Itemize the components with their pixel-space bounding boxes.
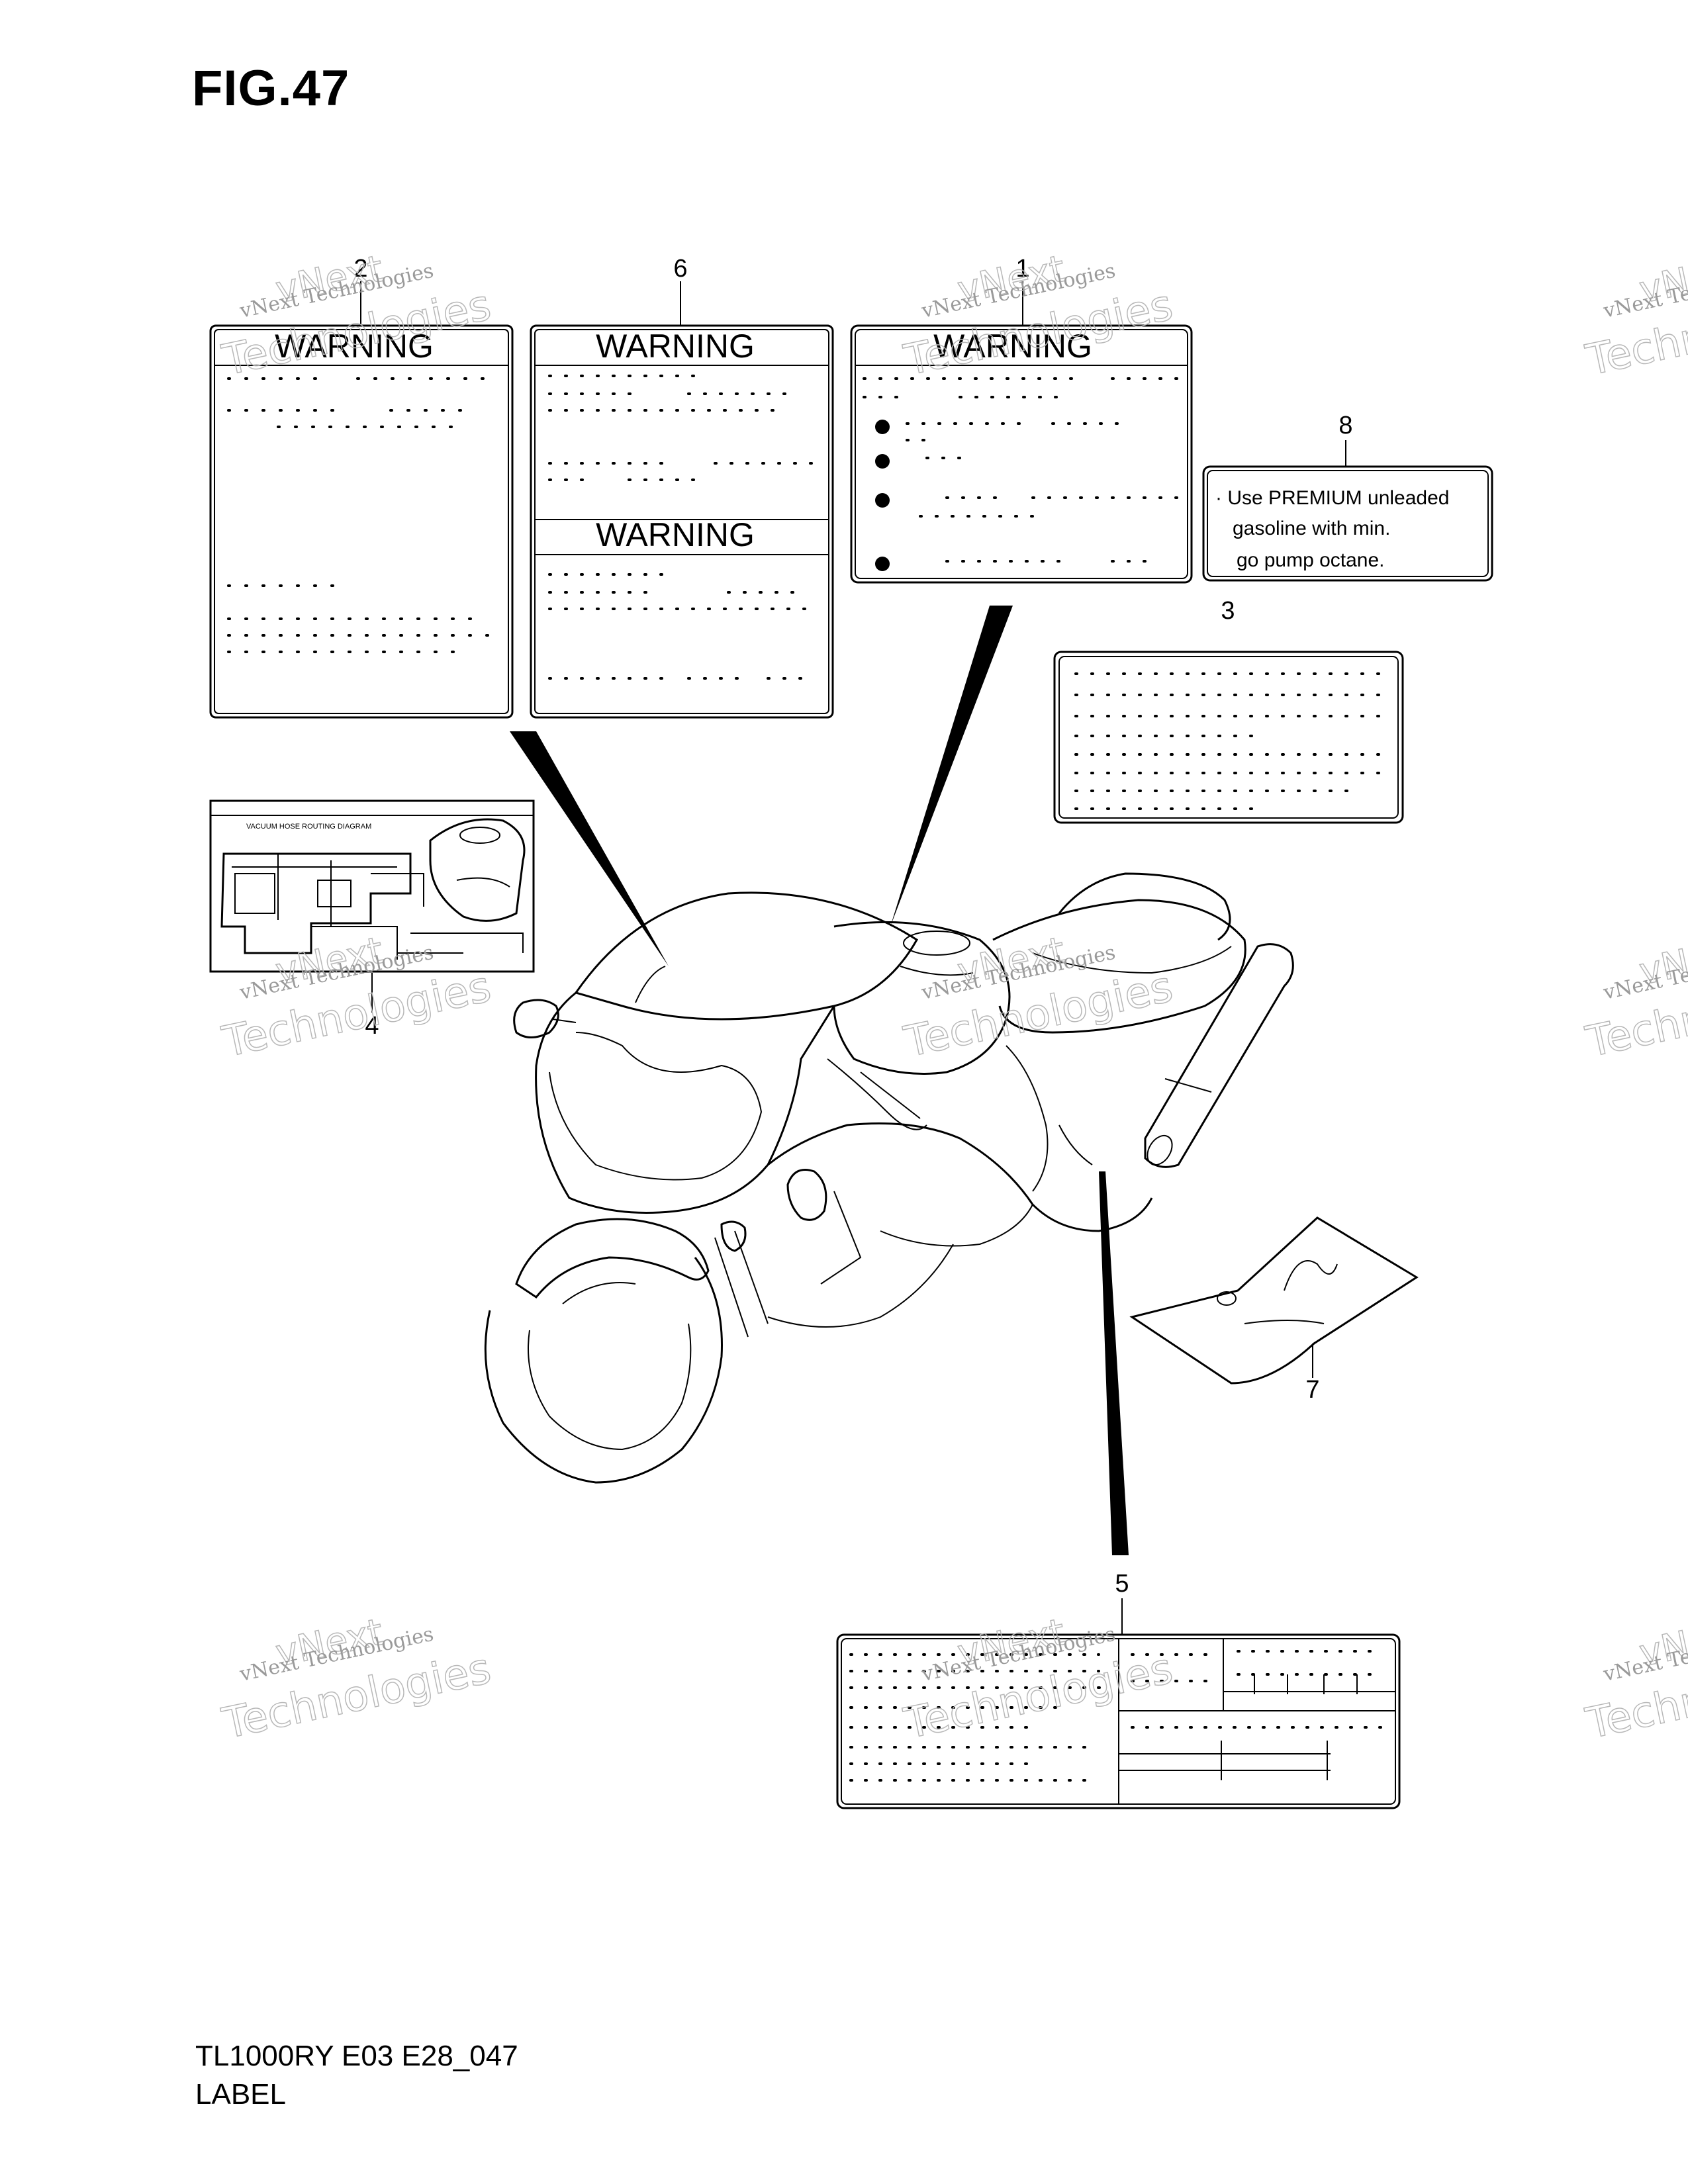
callout-4: 4: [365, 1012, 379, 1040]
label-1-warning-card: WARNING: [850, 324, 1193, 584]
label-6-heading-top: WARNING: [596, 328, 755, 365]
label-6-warning-card: WARNING WARNING: [530, 324, 834, 719]
callout-5: 5: [1115, 1570, 1129, 1598]
label-7-sticker: [1129, 1216, 1419, 1385]
watermark-layer: vNext vNext Technologies Technologies vN…: [218, 247, 1688, 1749]
leader-arrows: [510, 606, 1129, 1555]
callout-1: 1: [1015, 255, 1029, 283]
callout-2: 2: [353, 255, 367, 283]
callout-leaders: [360, 281, 1346, 1635]
vacuum-diagram-title: VACUUM HOSE ROUTING DIAGRAM: [246, 823, 371, 831]
label-5-spec-table: [836, 1633, 1401, 1809]
callout-7: 7: [1305, 1376, 1319, 1404]
footer-section-name: LABEL: [195, 2078, 286, 2111]
label-3-info-card: [1053, 651, 1404, 824]
callout-6: 6: [673, 255, 687, 283]
fuel-label-line-2: gasoline with min.: [1233, 518, 1390, 539]
callout-numbers: 1 2 3 4 5 6 7 8: [353, 255, 1352, 1598]
fuel-label-line-1: · Use PREMIUM unleaded: [1215, 487, 1449, 509]
label-8-fuel-card: · Use PREMIUM unleaded gasoline with min…: [1202, 465, 1493, 582]
label-2-warning-card: WARNING: [209, 324, 514, 719]
figure-title: FIG.47: [192, 60, 350, 116]
label-4-vacuum-hose-diagram: VACUUM HOSE ROUTING DIAGRAM: [209, 799, 535, 973]
footer-model-code: TL1000RY E03 E28_047: [195, 2040, 518, 2072]
callout-3: 3: [1221, 597, 1235, 625]
fuel-label-line-3: go pump octane.: [1237, 549, 1385, 571]
callout-8: 8: [1338, 412, 1352, 439]
motorcycle-outline: [484, 872, 1294, 1484]
label-1-heading: WARNING: [933, 328, 1092, 365]
label-2-heading: WARNING: [275, 328, 434, 365]
label-6-heading-bottom: WARNING: [596, 516, 755, 553]
